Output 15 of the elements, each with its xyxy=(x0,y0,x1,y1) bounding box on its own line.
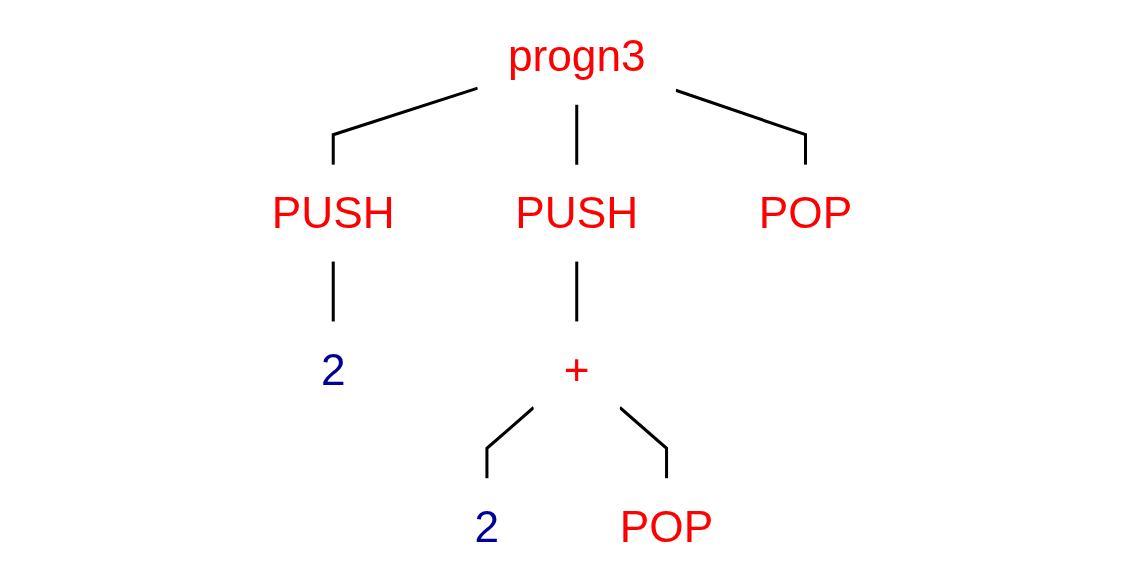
node-text: POP xyxy=(619,501,714,551)
node-text: progn3 xyxy=(507,31,646,81)
connector xyxy=(575,261,579,322)
node-text: 2 xyxy=(320,344,346,395)
node-text: PUSH xyxy=(271,187,395,238)
node-text: POP xyxy=(758,187,853,238)
connector xyxy=(331,261,335,322)
node-text: 2 xyxy=(474,501,500,551)
connector xyxy=(485,406,535,479)
node-text: + xyxy=(563,344,590,395)
connector xyxy=(331,86,479,165)
connector xyxy=(675,88,807,165)
connector xyxy=(618,406,669,479)
node-text: PUSH xyxy=(515,187,639,238)
connector xyxy=(575,104,579,165)
